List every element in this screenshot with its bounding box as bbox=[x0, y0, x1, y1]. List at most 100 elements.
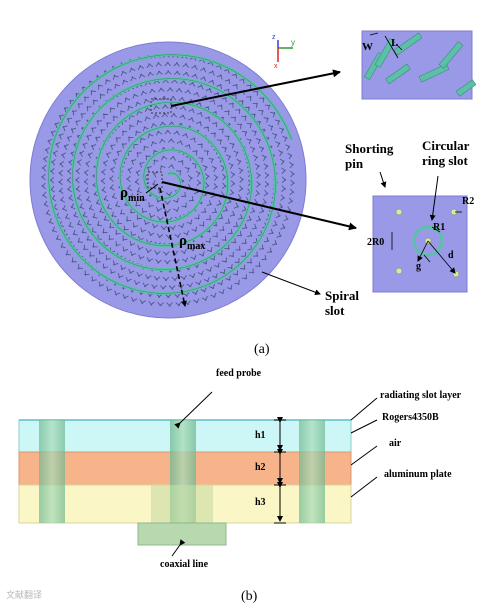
slot-element bbox=[268, 232, 274, 235]
slot-element bbox=[91, 127, 97, 130]
slot-element bbox=[99, 207, 103, 213]
slot-element bbox=[63, 143, 69, 148]
slot-element bbox=[49, 177, 55, 182]
slot-element bbox=[162, 155, 168, 160]
slot-element bbox=[222, 209, 228, 212]
slot-element bbox=[142, 282, 147, 288]
slot-element bbox=[191, 108, 195, 114]
slot-element bbox=[117, 102, 123, 105]
slot-element bbox=[139, 161, 145, 165]
slot-element bbox=[155, 197, 159, 203]
slot-element bbox=[157, 62, 162, 67]
slot-element bbox=[288, 200, 293, 204]
slot-element bbox=[109, 175, 114, 180]
slot-element bbox=[77, 159, 82, 163]
slot-element bbox=[160, 138, 166, 143]
axis-triad bbox=[277, 40, 293, 62]
slot-element bbox=[221, 260, 227, 263]
slot-element bbox=[175, 62, 180, 67]
inset-center-detail bbox=[372, 195, 468, 293]
slot-element bbox=[141, 207, 144, 214]
slot-element bbox=[290, 172, 295, 178]
slot-element bbox=[122, 293, 126, 300]
slot-element bbox=[112, 158, 118, 162]
slot-element bbox=[187, 89, 191, 95]
slot-element bbox=[120, 209, 123, 215]
slot-element bbox=[151, 284, 156, 289]
slot-element bbox=[86, 134, 92, 137]
slot-element bbox=[51, 159, 56, 163]
rho-min-label: ρmin bbox=[120, 185, 145, 204]
slot-element bbox=[181, 258, 187, 263]
slot-element bbox=[134, 178, 139, 184]
slot-element bbox=[151, 223, 156, 229]
slot-element bbox=[281, 169, 286, 174]
slot-element bbox=[162, 276, 167, 282]
slot-element bbox=[281, 128, 284, 134]
ring-slot-arrow bbox=[429, 175, 439, 221]
slot-element bbox=[126, 175, 131, 181]
slot-element bbox=[79, 203, 83, 209]
slot-element bbox=[220, 74, 223, 80]
slot-element bbox=[197, 244, 203, 248]
slot-element bbox=[148, 133, 154, 137]
slot-element bbox=[242, 78, 245, 84]
slot-element bbox=[181, 97, 186, 102]
slot-element bbox=[229, 164, 234, 170]
inset-slot-detail bbox=[361, 30, 477, 100]
slot-element bbox=[75, 185, 80, 191]
slot-element bbox=[67, 185, 72, 191]
slot-element bbox=[191, 291, 197, 295]
slot-element bbox=[105, 254, 108, 261]
slot-element bbox=[280, 226, 286, 230]
slot-element bbox=[206, 150, 209, 156]
slot-element bbox=[121, 143, 128, 145]
slot-element bbox=[151, 141, 157, 145]
slot-element bbox=[268, 104, 270, 110]
slot-element bbox=[83, 178, 89, 183]
slot-element bbox=[116, 150, 122, 153]
slot-element bbox=[182, 105, 187, 111]
slot-element bbox=[135, 169, 141, 174]
slot-element bbox=[193, 299, 199, 304]
slot-element bbox=[73, 229, 76, 236]
slot-element bbox=[129, 125, 135, 127]
slot-element bbox=[264, 165, 269, 170]
slot-element bbox=[172, 95, 177, 101]
axis-y-label: y bbox=[291, 38, 295, 47]
slot-element bbox=[213, 99, 216, 105]
slot-element bbox=[230, 182, 236, 187]
slot-element bbox=[231, 143, 235, 149]
slot-element bbox=[121, 71, 127, 74]
slot-element bbox=[244, 131, 247, 137]
slot-element bbox=[237, 217, 244, 220]
slot-element bbox=[193, 137, 196, 143]
slot-element bbox=[178, 224, 184, 228]
slot-element bbox=[277, 119, 280, 126]
slot-element bbox=[205, 240, 211, 243]
slot-element bbox=[146, 166, 152, 169]
slot-element bbox=[238, 187, 244, 192]
slot-element bbox=[236, 83, 238, 90]
slot-element bbox=[181, 205, 187, 208]
slot-element bbox=[186, 221, 192, 225]
slot-element bbox=[230, 173, 235, 178]
slot-element bbox=[139, 65, 145, 69]
slot-element bbox=[59, 160, 65, 165]
slot-element bbox=[97, 84, 104, 87]
slot-element bbox=[127, 184, 131, 190]
slot-element bbox=[130, 250, 133, 256]
slot-element bbox=[139, 299, 144, 305]
slot-element bbox=[87, 152, 93, 156]
caption-a: (a) bbox=[254, 342, 270, 357]
slot-element bbox=[54, 122, 60, 125]
slot-element bbox=[209, 286, 215, 289]
slot-element bbox=[169, 225, 175, 230]
slot-element bbox=[286, 145, 290, 151]
slot-element bbox=[130, 231, 133, 237]
slot-element bbox=[157, 301, 162, 307]
slot-element bbox=[227, 88, 230, 94]
slot-element bbox=[148, 231, 152, 237]
slot-element bbox=[167, 70, 172, 75]
